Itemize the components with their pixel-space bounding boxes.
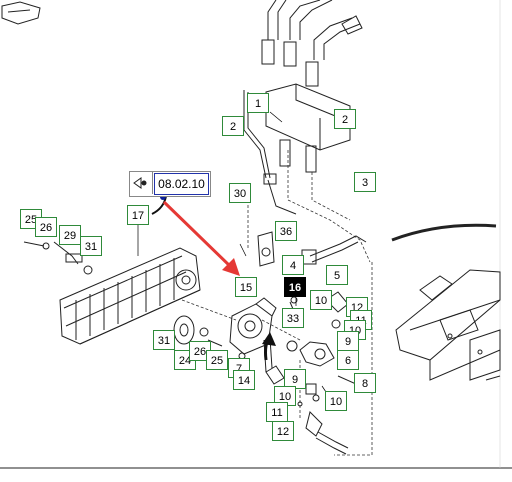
- callout-6[interactable]: 6: [337, 350, 359, 370]
- callout-10[interactable]: 10: [310, 290, 332, 310]
- callout-4[interactable]: 4: [282, 255, 304, 275]
- callout-12[interactable]: 12: [272, 421, 294, 441]
- callout-10[interactable]: 10: [325, 391, 347, 411]
- callout-16-selected[interactable]: 16: [284, 277, 306, 297]
- callout-31[interactable]: 31: [153, 330, 175, 350]
- drive-motor: [229, 297, 277, 355]
- hydraulic-hoses: [261, 0, 363, 87]
- reference-code[interactable]: 08.02.10: [154, 173, 209, 195]
- callout-1[interactable]: 1: [247, 93, 269, 113]
- callout-5[interactable]: 5: [326, 265, 348, 285]
- callout-14[interactable]: 14: [233, 370, 255, 390]
- callout-26[interactable]: 26: [189, 341, 211, 361]
- fitting-top-left: [1, 1, 41, 25]
- callout-10[interactable]: 10: [274, 386, 296, 406]
- motor-pointer-head: [262, 332, 276, 346]
- reference-box[interactable]: 08.02.10: [129, 171, 211, 197]
- callout-26[interactable]: 26: [35, 217, 57, 237]
- eye-arrow-icon[interactable]: [130, 172, 153, 194]
- callout-31[interactable]: 31: [80, 236, 102, 256]
- bracket-36: [257, 231, 275, 267]
- callout-8[interactable]: 8: [354, 373, 376, 393]
- guide-lines: [181, 150, 373, 456]
- callout-3[interactable]: 3: [354, 172, 376, 192]
- callout-15[interactable]: 15: [235, 277, 257, 297]
- callout-17[interactable]: 17: [127, 205, 149, 225]
- callout-2[interactable]: 2: [222, 116, 244, 136]
- callout-2[interactable]: 2: [334, 109, 356, 129]
- callout-36[interactable]: 36: [275, 221, 297, 241]
- machine-frame-right: [391, 223, 501, 381]
- callout-30[interactable]: 30: [229, 183, 251, 203]
- callout-11[interactable]: 11: [266, 402, 288, 422]
- red-pointer-arrow: [162, 200, 240, 276]
- bolt-washer-left: [23, 241, 93, 275]
- callout-25[interactable]: 25: [206, 350, 228, 370]
- callout-9[interactable]: 9: [337, 331, 359, 351]
- crawler-track: [59, 247, 201, 345]
- callout-33[interactable]: 33: [282, 308, 304, 328]
- callout-29[interactable]: 29: [59, 225, 81, 245]
- hose-assembly: [263, 173, 367, 265]
